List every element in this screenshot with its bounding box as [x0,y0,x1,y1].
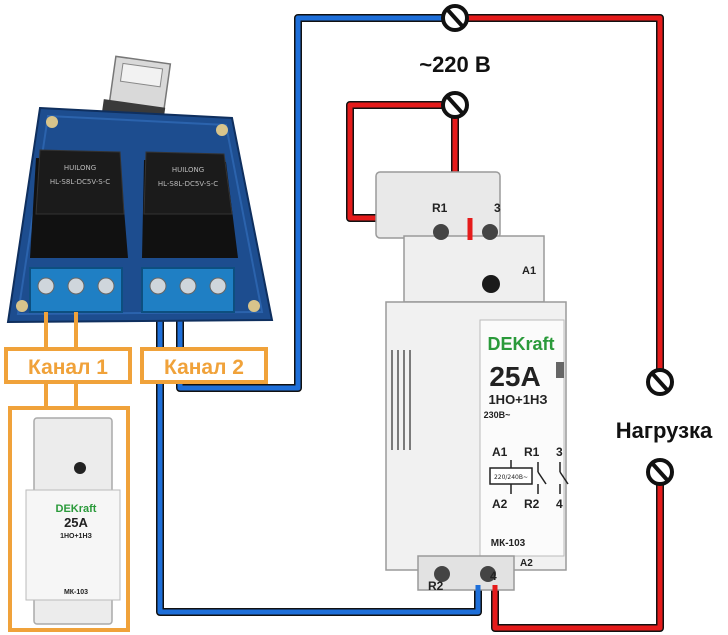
usb-plug [100,55,172,130]
channel-2-label: Канал 2 [164,356,244,379]
small-contactor-brand: DEKraft [56,503,97,515]
relay-2-marking: HL-S8L-DC5V-S-C [158,180,218,188]
schematic-a2: A2 [492,497,508,511]
contactor-rating: 25A [489,361,540,392]
load-terminal-bottom [646,458,674,486]
contactor-r2-label: R2 [428,579,444,593]
contactor-schematic: A1 R1 3 220/240В~ A2 R2 4 [489,445,569,511]
contactor-contacts: 1НО+1НЗ [488,392,547,407]
relay-1-brand: HUILONG [64,164,96,172]
channel-1-frame: Канал 1 [4,347,132,384]
load-terminal-top [646,368,674,396]
contactor-wire-ends [467,218,498,628]
contactor-voltage: 230В~ [484,410,511,420]
channel-1-label: Канал 1 [28,356,108,379]
load-label: Нагрузка [616,418,713,443]
relay-2: HUILONG HL-S8L-DC5V-S-C [142,151,238,258]
supply-terminal-bottom [441,91,469,119]
contactor-3-label: 3 [494,201,501,215]
small-contactor: DEKraft 25A 1НО+1НЗ МК-103 [8,406,130,632]
supply-terminal-top [441,4,469,32]
contactor-ribs [391,350,411,450]
schematic-r2: R2 [524,497,540,511]
contactor-brand: DEKraft [487,334,554,354]
relay-board: HUILONG HL-S8L-DC5V-S-C HUILONG HL-S8L-D… [6,55,274,324]
terminal-block-1 [29,267,123,313]
contactor-a1-label: A1 [522,265,536,277]
relay-1-marking: HL-S8L-DC5V-S-C [50,178,110,186]
schematic-3: 3 [556,445,563,459]
relay-1: HUILONG HL-S8L-DC5V-S-C [30,149,128,258]
contactor-4-label: 4 [490,569,497,583]
small-contactor-model: МК-103 [64,589,88,596]
small-contactor-rating: 25A [64,515,88,530]
schematic-coil: 220/240В~ [494,474,528,481]
terminal-block-2 [141,267,235,313]
contactor-r1-label: R1 [432,201,448,215]
contactor-a2-label: A2 [520,558,533,569]
contactor-model: МК-103 [491,538,526,549]
schematic-r1: R1 [524,445,540,459]
contactor: DEKraft 25A 1НО+1НЗ 230В~ A1 R1 3 220/24… [375,171,569,593]
small-contactor-contacts: 1НО+1НЗ [60,533,92,540]
channel-2-frame: Канал 2 [140,347,268,384]
relay-2-brand: HUILONG [172,166,204,174]
supply-label: ~220 В [419,52,491,77]
schematic-a1: A1 [492,445,508,459]
schematic-4: 4 [556,497,563,511]
